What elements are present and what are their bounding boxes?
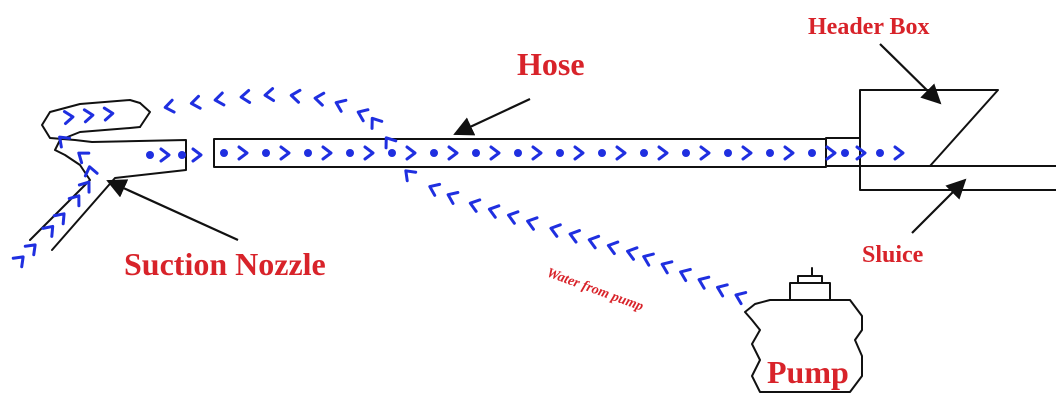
flow-chevron: [699, 145, 711, 161]
flow-chevron: [679, 267, 692, 283]
flow-chevron: [716, 283, 729, 298]
flow-chevron: [83, 165, 99, 178]
flow-chevron: [237, 145, 249, 161]
flow-chevron: [163, 98, 176, 114]
header-box-pointer-arrow: [879, 43, 942, 105]
flow-chevron: [356, 108, 370, 123]
flow-chevron: [734, 291, 748, 306]
flow-dot: [724, 149, 732, 157]
sluice-label: Sluice: [862, 242, 924, 268]
flow-chevron: [191, 147, 203, 163]
flow-chevron: [428, 182, 442, 197]
flow-chevron: [447, 145, 459, 161]
flow-chevron: [52, 212, 66, 226]
flow-dot: [808, 149, 816, 157]
flow-chevron: [279, 145, 291, 161]
flow-chevron: [489, 145, 501, 161]
flow-dot: [388, 149, 396, 157]
flow-chevron: [587, 234, 601, 250]
pump-shape: [744, 267, 863, 393]
flow-chevron: [405, 145, 417, 161]
flow-chevron: [568, 229, 581, 244]
flow-chevron: [334, 98, 348, 113]
flow-dot: [304, 149, 312, 157]
flow-dot: [682, 149, 690, 157]
flow-chevron: [657, 145, 669, 161]
flow-dot: [514, 149, 522, 157]
flow-chevron: [41, 224, 55, 238]
flow-dot: [766, 149, 774, 157]
flow-chevron: [606, 240, 620, 256]
flow-markers: [11, 87, 905, 306]
flow-chevron: [825, 145, 837, 161]
flow-chevron: [321, 145, 333, 161]
flow-chevron: [58, 135, 72, 149]
hose-pointer-arrow: [453, 98, 531, 136]
flow-chevron: [531, 145, 543, 161]
water-from-pump-label: Water from pump: [545, 266, 646, 315]
flow-dot: [598, 149, 606, 157]
flow-chevron: [363, 145, 375, 161]
header-box-shape: [825, 89, 1056, 191]
flow-chevron: [102, 106, 115, 122]
header-box-label: Header Box: [808, 14, 930, 40]
pump-label: Pump: [767, 354, 849, 390]
flow-chevron: [370, 116, 384, 130]
flow-chevron: [404, 169, 418, 183]
hose-label: Hose: [517, 46, 585, 82]
flow-chevron: [573, 145, 585, 161]
flow-chevron: [159, 147, 171, 163]
flow-chevron: [526, 216, 539, 231]
flow-dot: [220, 149, 228, 157]
flow-chevron: [446, 190, 460, 205]
suction-nozzle-pointer-arrow: [106, 179, 239, 242]
flow-dot: [472, 149, 480, 157]
flow-chevron: [213, 91, 226, 107]
flow-chevron: [642, 252, 655, 267]
flow-chevron: [660, 260, 674, 275]
flow-dot: [262, 149, 270, 157]
flow-chevron: [855, 145, 867, 161]
flow-dot: [346, 149, 354, 157]
flow-chevron: [893, 145, 905, 161]
flow-dot: [146, 151, 154, 159]
flow-chevron: [468, 198, 482, 213]
flow-chevron: [697, 275, 711, 290]
flow-dot: [876, 149, 884, 157]
flow-dot: [430, 149, 438, 157]
flow-chevron: [313, 91, 326, 107]
flow-chevron: [67, 194, 81, 208]
flow-dot: [178, 151, 186, 159]
flow-dot: [841, 149, 849, 157]
flow-chevron: [239, 88, 252, 104]
flow-chevron: [289, 88, 302, 104]
flow-chevron: [77, 180, 91, 194]
flow-chevron: [62, 110, 75, 126]
suction-nozzle-label: Suction Nozzle: [124, 246, 326, 282]
flow-chevron: [23, 243, 37, 257]
sluice-pointer-arrow: [911, 178, 967, 234]
flow-chevron: [384, 136, 398, 150]
flow-chevron: [263, 87, 276, 103]
flow-chevron: [11, 255, 25, 269]
flow-dot: [556, 149, 564, 157]
flow-chevron: [615, 145, 627, 161]
flow-chevron: [783, 145, 795, 161]
flow-chevron: [507, 210, 520, 225]
flow-chevron: [741, 145, 753, 161]
flow-chevron: [549, 223, 562, 238]
flow-chevron: [77, 151, 91, 165]
flow-chevron: [626, 246, 639, 261]
flow-chevron: [189, 94, 202, 110]
flow-chevron: [487, 204, 501, 219]
flow-dot: [640, 149, 648, 157]
flow-chevron: [82, 108, 95, 124]
